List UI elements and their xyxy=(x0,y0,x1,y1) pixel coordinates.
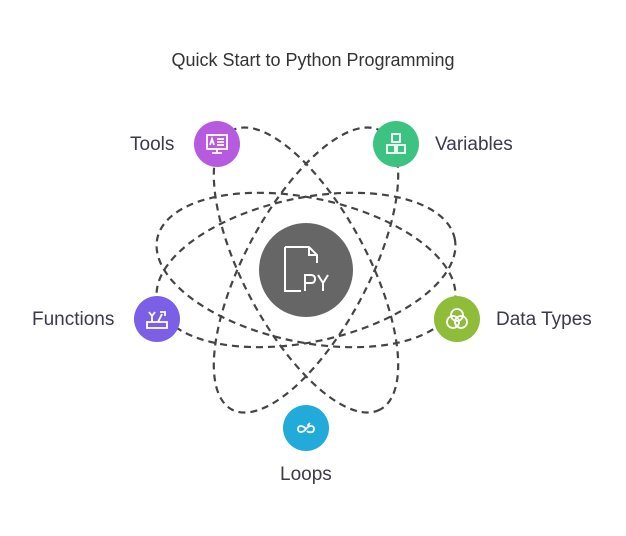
python-file-node xyxy=(259,223,353,317)
data-types-node xyxy=(434,296,480,342)
blocks-icon xyxy=(386,133,406,154)
variables-label: Variables xyxy=(435,134,513,155)
data-types-label: Data Types xyxy=(496,309,592,330)
loops-label: Loops xyxy=(280,464,332,485)
tools-node xyxy=(194,121,240,167)
variables-node xyxy=(373,121,419,167)
tools-label: Tools xyxy=(130,134,175,155)
diagram-title: Quick Start to Python Programming xyxy=(171,50,455,70)
python-file-icon xyxy=(284,246,329,292)
functions-node xyxy=(134,296,180,342)
monitor-document-icon xyxy=(206,134,228,154)
loops-node xyxy=(283,405,329,451)
venn-circles-icon xyxy=(446,308,468,329)
toolbox-icon xyxy=(146,311,168,329)
functions-label: Functions xyxy=(32,309,115,330)
infinity-loop-icon xyxy=(297,422,315,434)
